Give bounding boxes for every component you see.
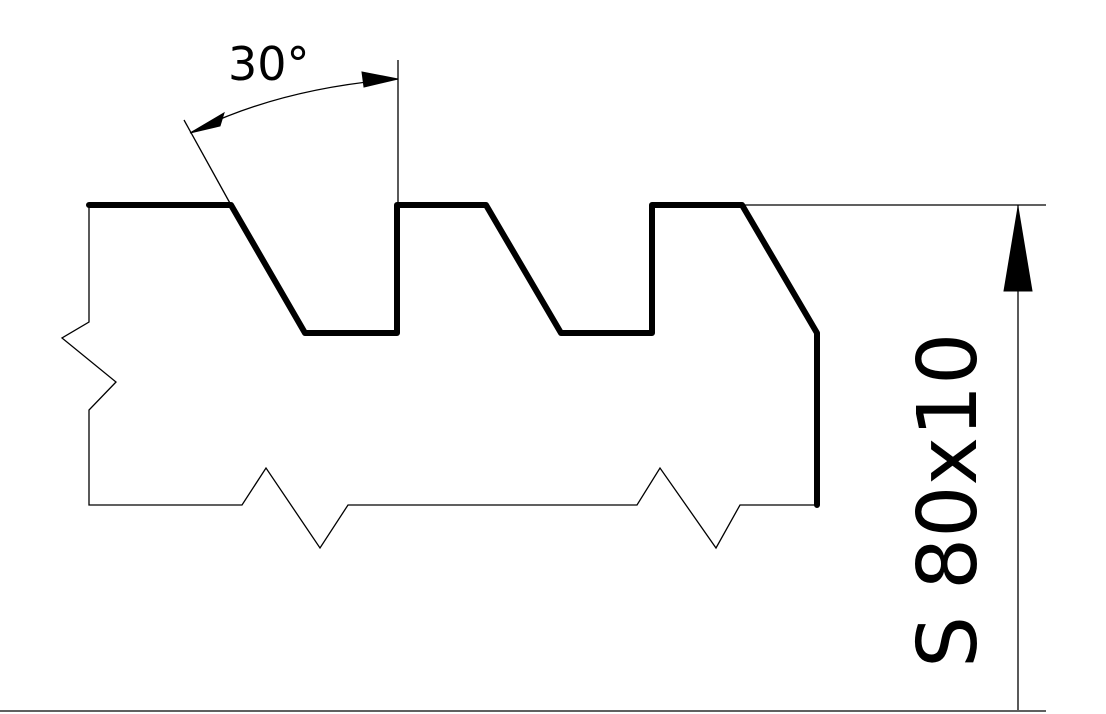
part-outline — [60, 205, 818, 550]
angle-arrowhead-left — [189, 111, 225, 134]
angle-extension-line-flank — [183, 119, 232, 206]
angle-arrowhead-right — [361, 71, 399, 88]
thread-dimension-arrowhead — [1003, 206, 1033, 292]
thread-designation-label: S 80x10 — [901, 333, 996, 668]
thread-profile — [86, 202, 820, 508]
angle-label: 30° — [228, 37, 310, 91]
